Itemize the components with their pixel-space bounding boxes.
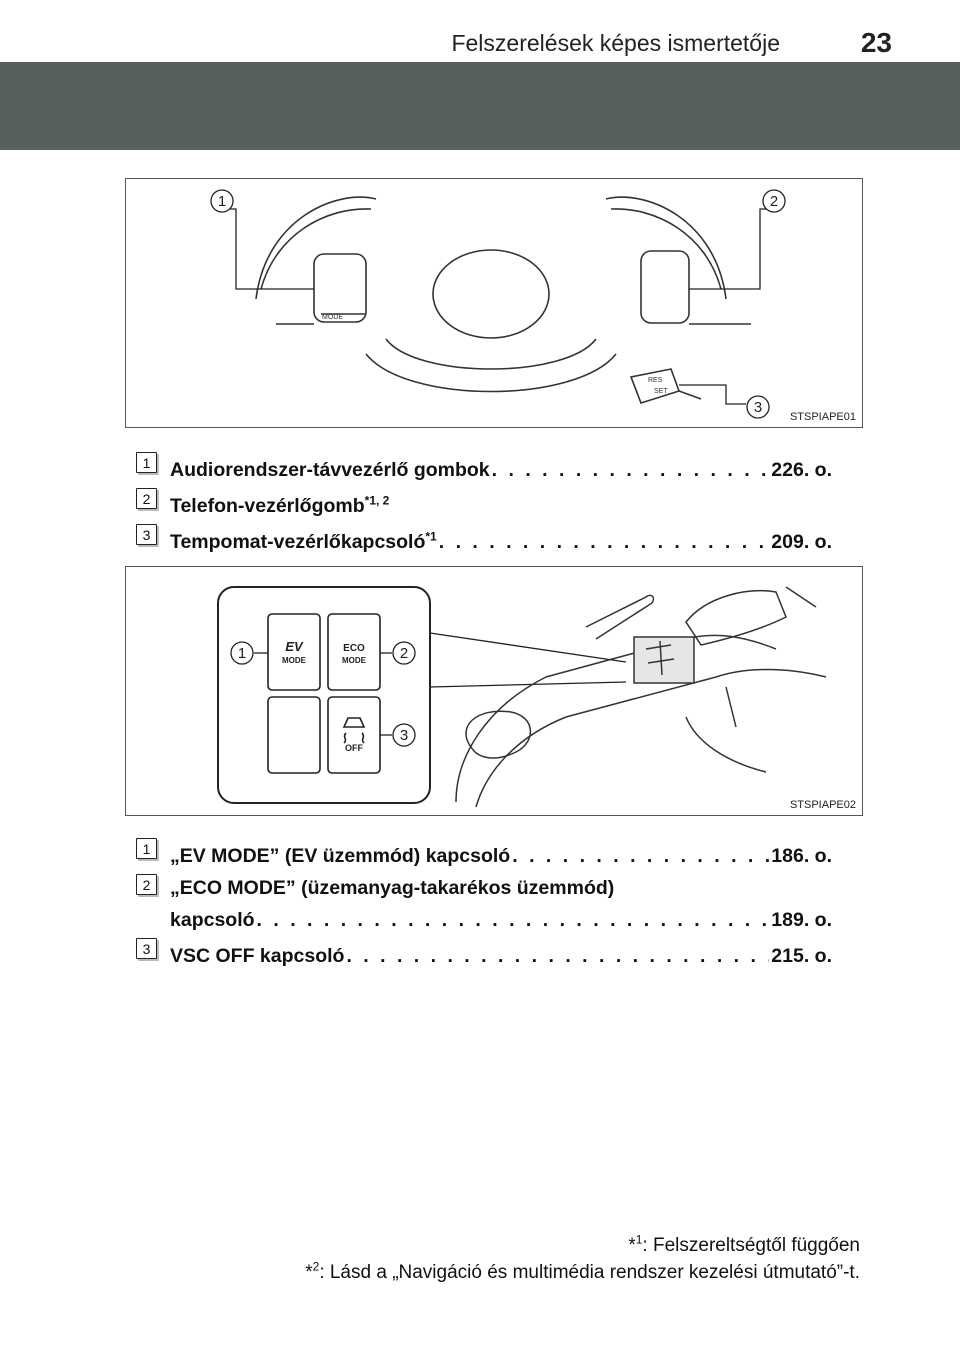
section-title: Felszerelések képes ismertetője [451, 30, 780, 56]
dot-leader: . . . . . . . . . . . . . . . . . . . . … [346, 945, 769, 967]
ev-mode-switch[interactable] [267, 613, 321, 691]
page-reference: 209. o. [771, 531, 832, 553]
page-reference: 226. o. [771, 459, 832, 481]
item-label: Telefon-vezérlőgomb*1, 2 [170, 493, 390, 518]
item-label: Tempomat-vezérlőkapcsoló*1 [170, 529, 437, 554]
console-switches-figure: EV MODE ECO MODE OFF 1 2 3 [125, 566, 863, 816]
footnote: *2: Lásd a „Navigáció és multimédia rend… [305, 1259, 860, 1283]
steering-wheel-illustration: MODE RES SET 1 2 3 [210, 189, 786, 419]
list-item: 2 „ECO MODE” (üzemanyag-takarékos üzemmó… [132, 868, 832, 932]
blank-switch [267, 696, 321, 774]
page-reference: 189. o. [771, 909, 832, 931]
page-number: 23 [860, 27, 892, 58]
ev-mode-top-label: EV [285, 639, 304, 654]
footnotes: *1: Felszereltségtől függően *2: Lásd a … [305, 1232, 860, 1286]
list-item: 3 Tempomat-vezérlőkapcsoló*1 . . . . . .… [132, 518, 832, 554]
callout-1: 1 [218, 193, 226, 210]
item-number-badge: 2 [136, 874, 157, 895]
vsc-off-switch[interactable] [327, 696, 381, 774]
footnote-marker: *1 [425, 529, 437, 544]
res-label: RES [648, 377, 663, 384]
vsc-off-label: OFF [345, 743, 363, 753]
figure-code: STSPIAPE02 [789, 799, 856, 811]
list-item: 1 „EV MODE” (EV üzemmód) kapcsoló . . . … [132, 832, 832, 868]
dot-leader: . . . . . . . . . . . . . . . . . . . . … [512, 845, 769, 867]
item-label: Audiorendszer-távvezérlő gombok [170, 459, 490, 481]
footnote: *1: Felszereltségtől függően [628, 1232, 860, 1256]
item-label-continued: kapcsoló [170, 909, 255, 931]
ev-mode-bottom-label: MODE [282, 656, 307, 665]
page-reference: 215. o. [771, 945, 832, 967]
list-item: 1 Audiorendszer-távvezérlő gombok . . . … [132, 446, 832, 482]
item-number-badge: 1 [136, 838, 157, 859]
item-number-badge: 1 [136, 452, 157, 473]
eco-mode-switch[interactable] [327, 613, 381, 691]
mode-button-label: MODE [322, 314, 343, 321]
dot-leader: . . . . . . . . . . . . . . . . . . . . … [438, 531, 770, 553]
eco-mode-bottom-label: MODE [342, 656, 367, 665]
item-label: „EV MODE” (EV üzemmód) kapcsoló [170, 845, 511, 867]
callout-3: 3 [400, 727, 408, 744]
item-label: „ECO MODE” (üzemanyag-takarékos üzemmód) [170, 877, 615, 899]
eco-mode-top-label: ECO [343, 643, 365, 654]
vsc-skid-icon [342, 717, 366, 744]
item-number-badge: 3 [136, 938, 157, 959]
control-list-1: 1 Audiorendszer-távvezérlő gombok . . . … [132, 446, 832, 554]
dot-leader: . . . . . . . . . . . . . . . . . . . . … [491, 459, 770, 481]
callout-2: 2 [400, 645, 408, 662]
figure-code: STSPIAPE01 [789, 411, 856, 423]
console-illustration: EV MODE ECO MODE OFF 1 2 3 [217, 586, 827, 808]
item-label: VSC OFF kapcsoló [170, 945, 345, 967]
callout-1: 1 [238, 645, 246, 662]
page-reference: 186. o. [771, 845, 832, 867]
footnote-marker: *1, 2 [364, 493, 390, 508]
control-list-2: 1 „EV MODE” (EV üzemmód) kapcsoló . . . … [132, 832, 832, 968]
steering-wheel-figure: MODE RES SET 1 2 3 STSPIAPE01 [125, 178, 863, 428]
list-item: 2 Telefon-vezérlőgomb*1, 2 [132, 482, 832, 518]
item-number-badge: 3 [136, 524, 157, 545]
list-item: 3 VSC OFF kapcsoló . . . . . . . . . . .… [132, 932, 832, 968]
callout-3: 3 [754, 399, 762, 416]
set-label: SET [654, 388, 668, 395]
dot-leader: . . . . . . . . . . . . . . . . . . . . … [256, 909, 770, 931]
header-band [0, 62, 960, 150]
item-number-badge: 2 [136, 488, 157, 509]
callout-2: 2 [770, 193, 778, 210]
